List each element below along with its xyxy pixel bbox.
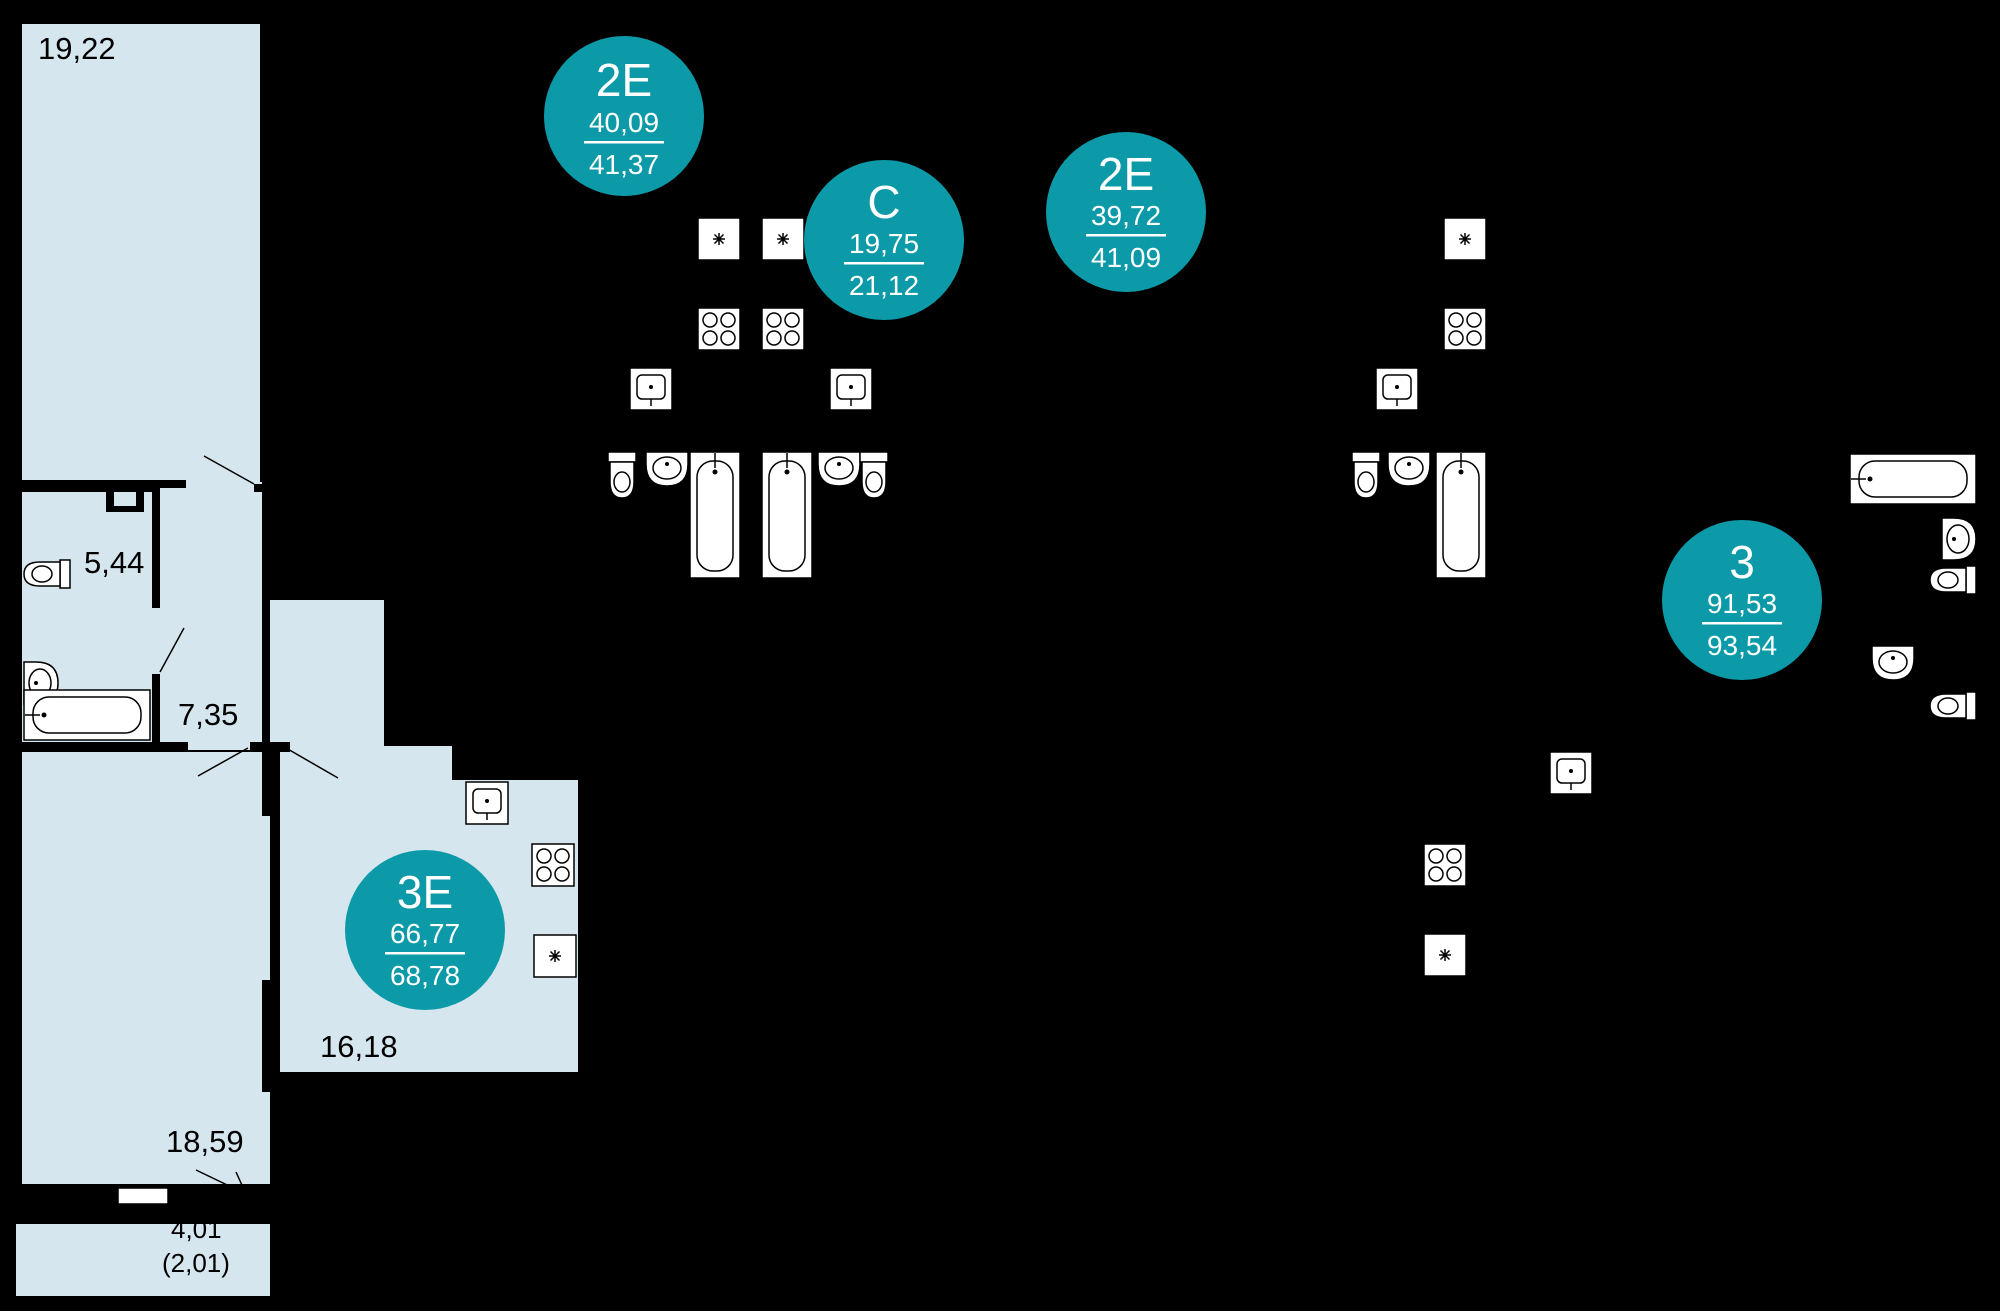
badge-circle: [1046, 132, 1206, 292]
badge-circle: [1662, 520, 1822, 680]
total-area: 68,78: [390, 960, 460, 991]
living-area: 19,75: [849, 228, 919, 259]
room-top-area: 19,22: [38, 31, 116, 66]
fraction-line: [1086, 234, 1166, 237]
badge-apartment-3[interactable]: 3 91,53 93,54: [1662, 520, 1822, 680]
badge-circle: [345, 850, 505, 1010]
room-bottom-area: 18,59: [166, 1124, 244, 1159]
apartment-type: 3E: [397, 866, 453, 918]
badge-apartment-2e-right[interactable]: 2E 39,72 41,09: [1046, 132, 1206, 292]
badge-apartment-c[interactable]: C 19,75 21,12: [804, 160, 964, 320]
fraction-line: [385, 952, 465, 955]
fraction-line: [1702, 622, 1782, 625]
walls: [14, 480, 290, 1210]
bathroom-area: 5,44: [84, 545, 144, 580]
apartment-type: 2E: [1098, 148, 1154, 200]
badge-apartment-2e-top[interactable]: 2E 40,09 41,37: [544, 36, 704, 196]
living-area: 40,09: [589, 107, 659, 138]
badge-circle: [804, 160, 964, 320]
total-area: 41,37: [589, 149, 659, 180]
badge-circle: [544, 36, 704, 196]
left-apartment: [16, 24, 578, 1296]
room-top: [22, 24, 260, 482]
living-area: 39,72: [1091, 200, 1161, 231]
total-area: 93,54: [1707, 630, 1777, 661]
hallway: [152, 482, 262, 750]
balcony: [16, 1224, 270, 1296]
balcony-reduced-area: (2,01): [162, 1248, 230, 1278]
balcony-area: 4,01: [171, 1214, 222, 1244]
fraction-line: [584, 141, 664, 144]
fraction-line: [844, 262, 924, 265]
upper-fixtures: [607, 217, 1487, 579]
hallway-nook: [268, 600, 384, 746]
kitchen-area: 16,18: [320, 1029, 398, 1064]
hall-area: 7,35: [178, 697, 238, 732]
apartment-type: 2E: [596, 54, 652, 106]
apartment-type: C: [867, 176, 900, 228]
total-area: 41,09: [1091, 242, 1161, 273]
apartment-type: 3: [1729, 536, 1755, 588]
room-bottom: [22, 752, 270, 1184]
living-area: 66,77: [390, 918, 460, 949]
badge-apartment-3e[interactable]: 3E 66,77 68,78: [345, 850, 505, 1010]
door-swings: [159, 455, 339, 1196]
left-fixtures: [23, 559, 577, 1205]
living-area: 91,53: [1707, 588, 1777, 619]
total-area: 21,12: [849, 270, 919, 301]
